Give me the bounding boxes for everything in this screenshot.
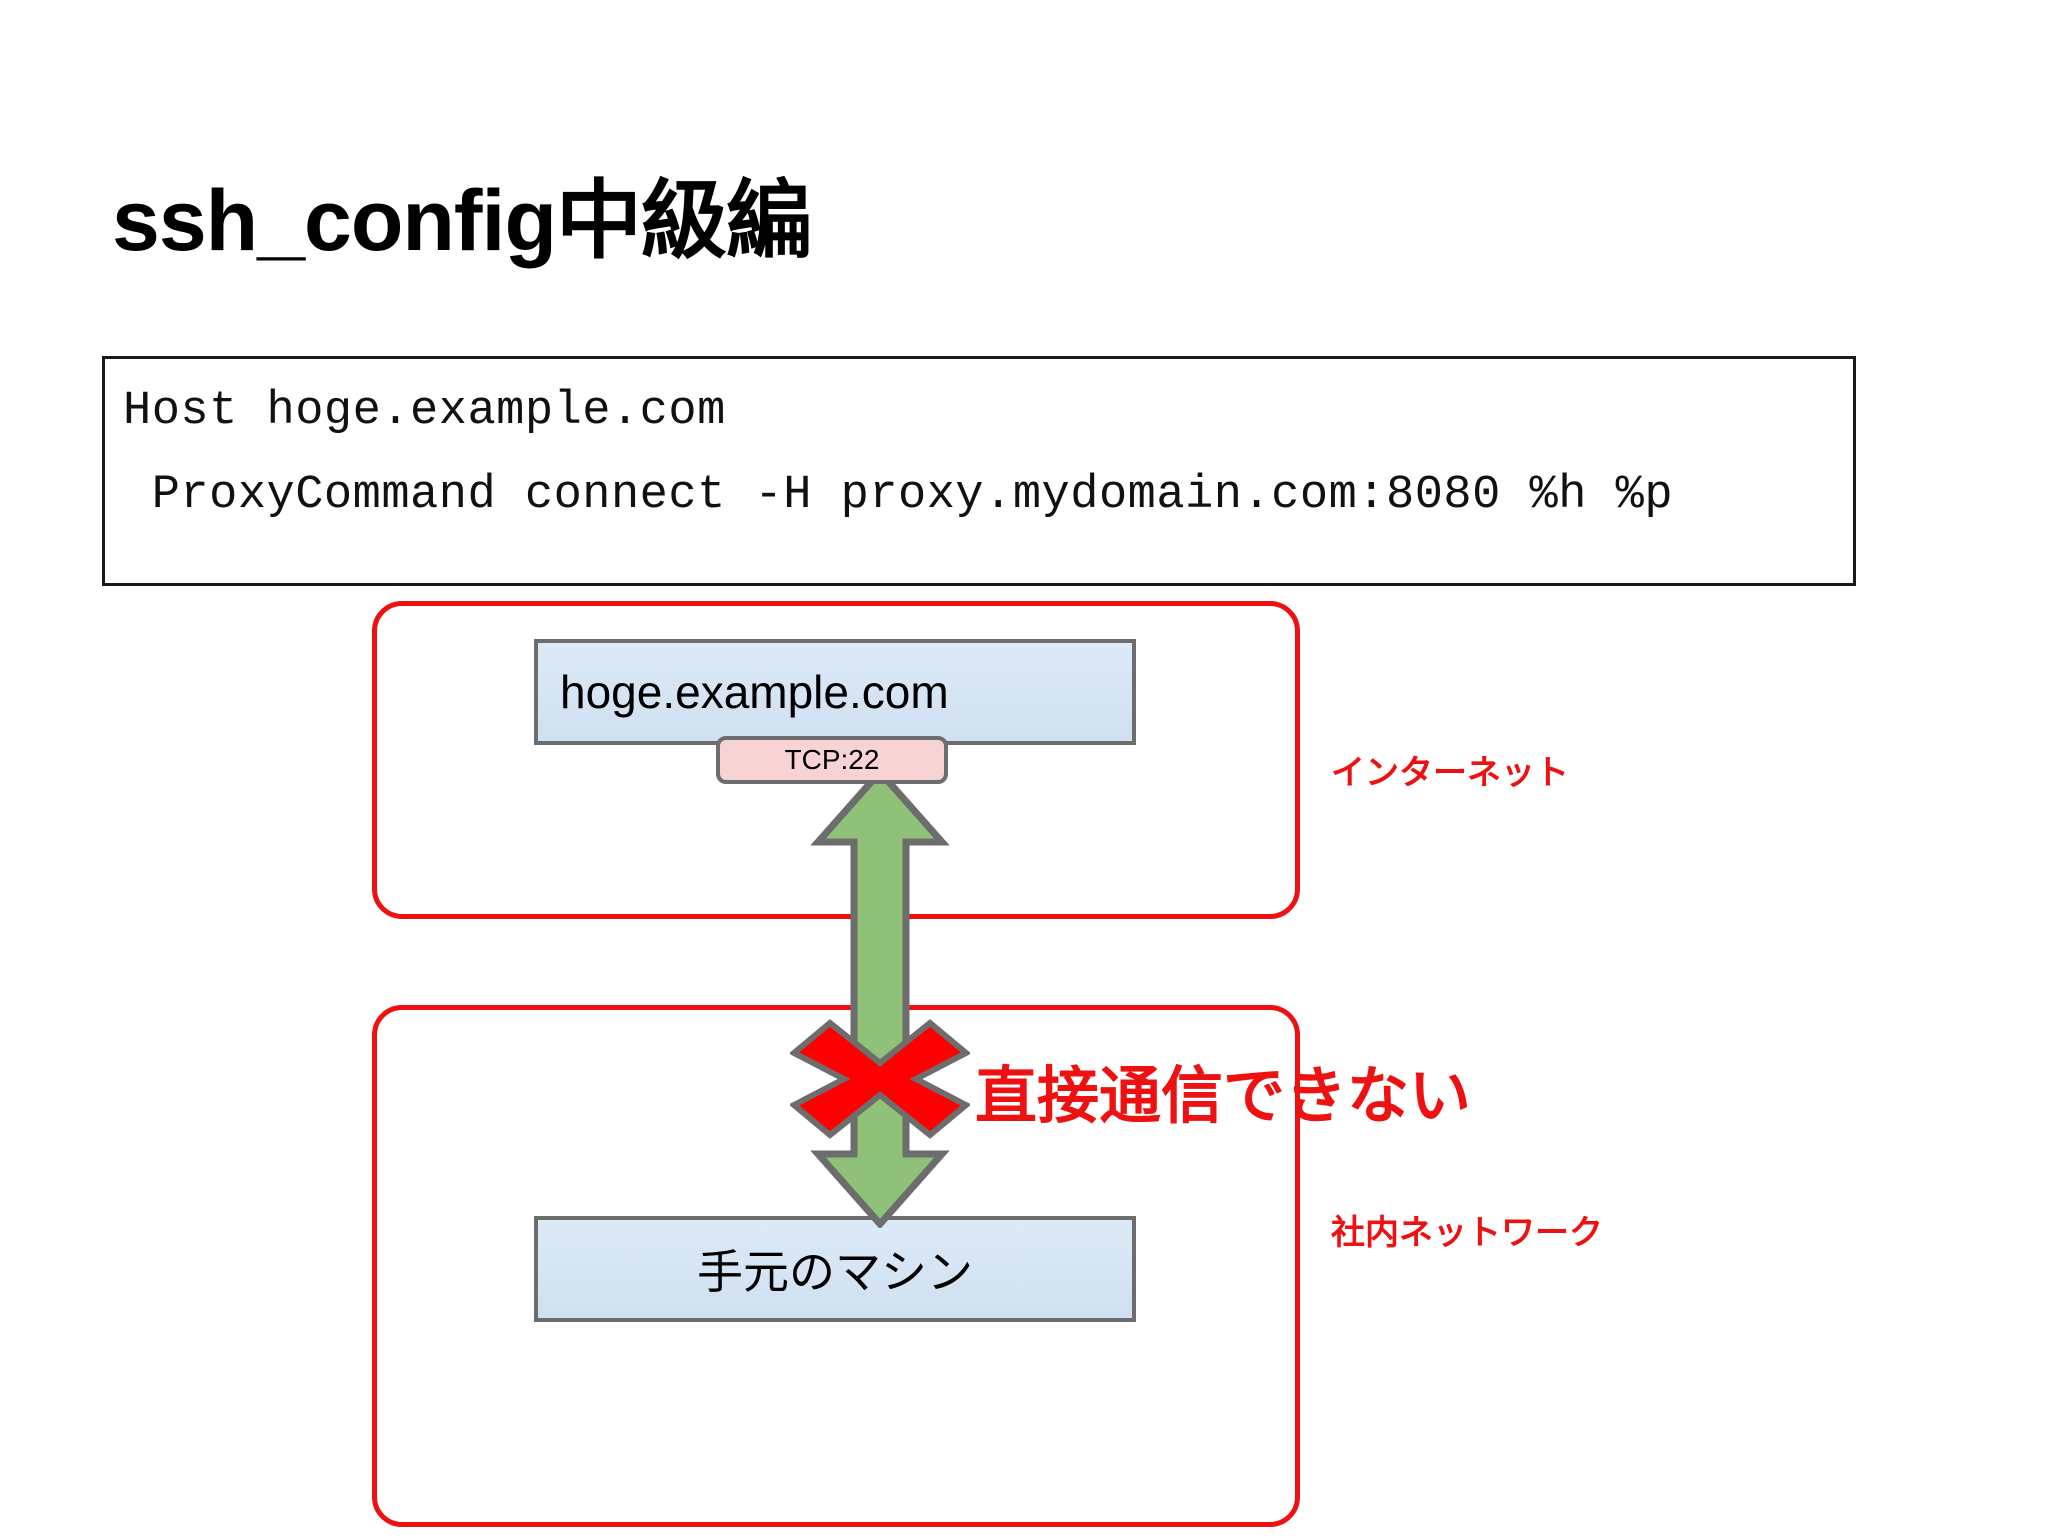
node-local-machine-label: 手元のマシン [697, 1245, 973, 1299]
node-remote-host-label: hoge.example.com [560, 666, 949, 718]
code-line: Host hoge.example.com [123, 385, 726, 438]
zone-internet-label: インターネット [1331, 753, 1569, 793]
zone-intranet [372, 1005, 1300, 1527]
port-badge: TCP:22 [716, 736, 948, 784]
port-badge-label: TCP:22 [784, 744, 880, 775]
cross-icon [790, 1019, 970, 1139]
node-remote-host: hoge.example.com [534, 639, 1136, 745]
zone-internet [372, 601, 1300, 919]
code-line: ProxyCommand connect -H proxy.mydomain.c… [123, 469, 1674, 522]
code-block: Host hoge.example.com ProxyCommand conne… [102, 356, 1856, 586]
zone-intranet-label: 社内ネットワーク [1331, 1213, 1603, 1253]
warning-label: 直接通信できない [975, 1059, 1472, 1132]
double-arrow-icon [790, 768, 970, 1228]
page-title: ssh_config中級編 [112, 173, 812, 269]
node-local-machine: 手元のマシン [534, 1216, 1136, 1322]
